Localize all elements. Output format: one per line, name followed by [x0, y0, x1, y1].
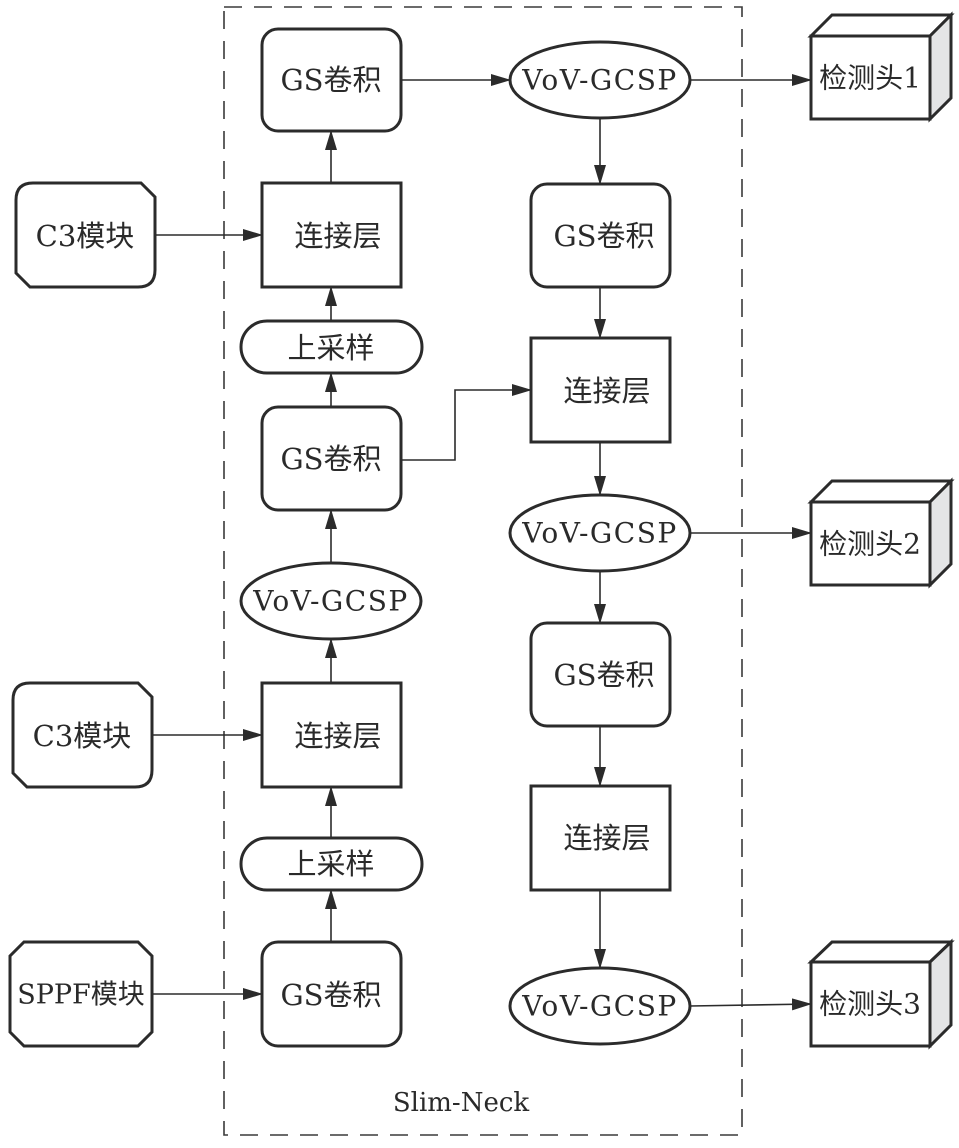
right-concat-1[interactable]: 连接层 — [529, 336, 672, 444]
left-vov-gcsp[interactable]: VoV-GCSP — [239, 561, 423, 641]
input-sppf-label: SPPF模块 — [17, 980, 145, 1011]
detection-head-3[interactable]: 检测头3 — [807, 938, 955, 1050]
left-vov-gcsp-label: VoV-GCSP — [252, 585, 408, 618]
input-c3-top[interactable]: C3模块 — [14, 181, 157, 289]
right-vov-gcsp-1-label: VoV-GCSP — [521, 64, 677, 97]
edge-gs-mid-to-right-concat — [401, 384, 532, 461]
right-gs-conv-2-label: GS卷积 — [553, 658, 654, 692]
left-gs-conv-top[interactable]: GS卷积 — [260, 27, 403, 133]
left-concat-bot[interactable]: 连接层 — [260, 681, 403, 789]
left-gs-conv-mid[interactable]: GS卷积 — [260, 405, 403, 512]
right-vov-gcsp-2[interactable]: VoV-GCSP — [508, 493, 692, 573]
right-gs-conv-2[interactable]: GS卷积 — [529, 621, 672, 728]
detection-head-3-label: 检测头3 — [819, 988, 921, 1021]
slim-neck-label: Slim-Neck — [393, 1088, 530, 1118]
right-concat-1-label: 连接层 — [563, 374, 650, 408]
edge-vov-3-to-head-3 — [689, 998, 812, 1011]
detection-head-2-label: 检测头2 — [819, 528, 921, 561]
detection-head-1[interactable]: 检测头1 — [807, 11, 955, 123]
slim-neck-frame: Slim-Neck — [223, 6, 743, 1136]
edges — [152, 74, 812, 1011]
right-concat-2[interactable]: 连接层 — [529, 784, 672, 892]
left-concat-bot-label: 连接层 — [294, 719, 381, 753]
left-gs-conv-mid-label: GS卷积 — [280, 442, 381, 476]
right-vov-gcsp-3[interactable]: VoV-GCSP — [508, 966, 692, 1046]
left-upsample-top[interactable]: 上采样 — [239, 319, 424, 375]
left-upsample-bot-label: 上采样 — [287, 847, 374, 881]
detection-head-1-label: 检测头1 — [819, 62, 921, 95]
detection-head-2[interactable]: 检测头2 — [807, 477, 955, 589]
right-vov-gcsp-1[interactable]: VoV-GCSP — [508, 40, 692, 120]
left-concat-top-label: 连接层 — [294, 219, 381, 253]
left-gs-conv-top-label: GS卷积 — [280, 63, 381, 97]
left-upsample-bot[interactable]: 上采样 — [239, 836, 424, 892]
input-c3-mid[interactable]: C3模块 — [11, 681, 154, 789]
left-upsample-top-label: 上采样 — [287, 331, 374, 365]
left-gs-conv-bot[interactable]: GS卷积 — [260, 940, 403, 1048]
right-vov-gcsp-3-label: VoV-GCSP — [521, 990, 677, 1023]
right-gs-conv-1-label: GS卷积 — [553, 219, 654, 253]
input-c3-mid-label: C3模块 — [33, 719, 132, 753]
left-concat-top[interactable]: 连接层 — [260, 181, 403, 289]
input-sppf[interactable]: SPPF模块 — [8, 940, 154, 1048]
right-concat-2-label: 连接层 — [563, 821, 650, 855]
left-gs-conv-bot-label: GS卷积 — [280, 978, 381, 1012]
right-gs-conv-1[interactable]: GS卷积 — [529, 182, 672, 289]
input-c3-top-label: C3模块 — [36, 219, 135, 253]
right-vov-gcsp-2-label: VoV-GCSP — [521, 517, 677, 550]
